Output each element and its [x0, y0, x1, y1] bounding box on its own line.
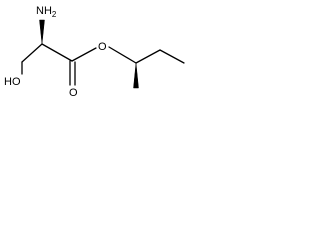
bond-ester-o-chiral — [108, 46, 137, 64]
bond-carbonyl-ester-o — [71, 47, 97, 62]
molecule-structure: NH2 HO O O — [4, 5, 185, 99]
amine-subscript: 2 — [52, 10, 57, 19]
amine-label: NH2 — [36, 5, 57, 19]
wedge-bond-alpha-nh2 — [39, 19, 45, 45]
structure-canvas: NH2 HO O O — [0, 0, 185, 116]
bond-chiral-ethyl — [135, 49, 161, 64]
ester-oxygen-label: O — [98, 41, 107, 53]
wedge-bond-methyl — [133, 62, 139, 89]
bond-alpha-carbonyl — [41, 43, 73, 62]
bond-alpha-ch2 — [21, 43, 43, 63]
bond-ethyl-ch3 — [159, 49, 185, 64]
hydroxyl-label: HO — [4, 76, 21, 88]
carbonyl-oxygen-label: O — [69, 87, 78, 99]
